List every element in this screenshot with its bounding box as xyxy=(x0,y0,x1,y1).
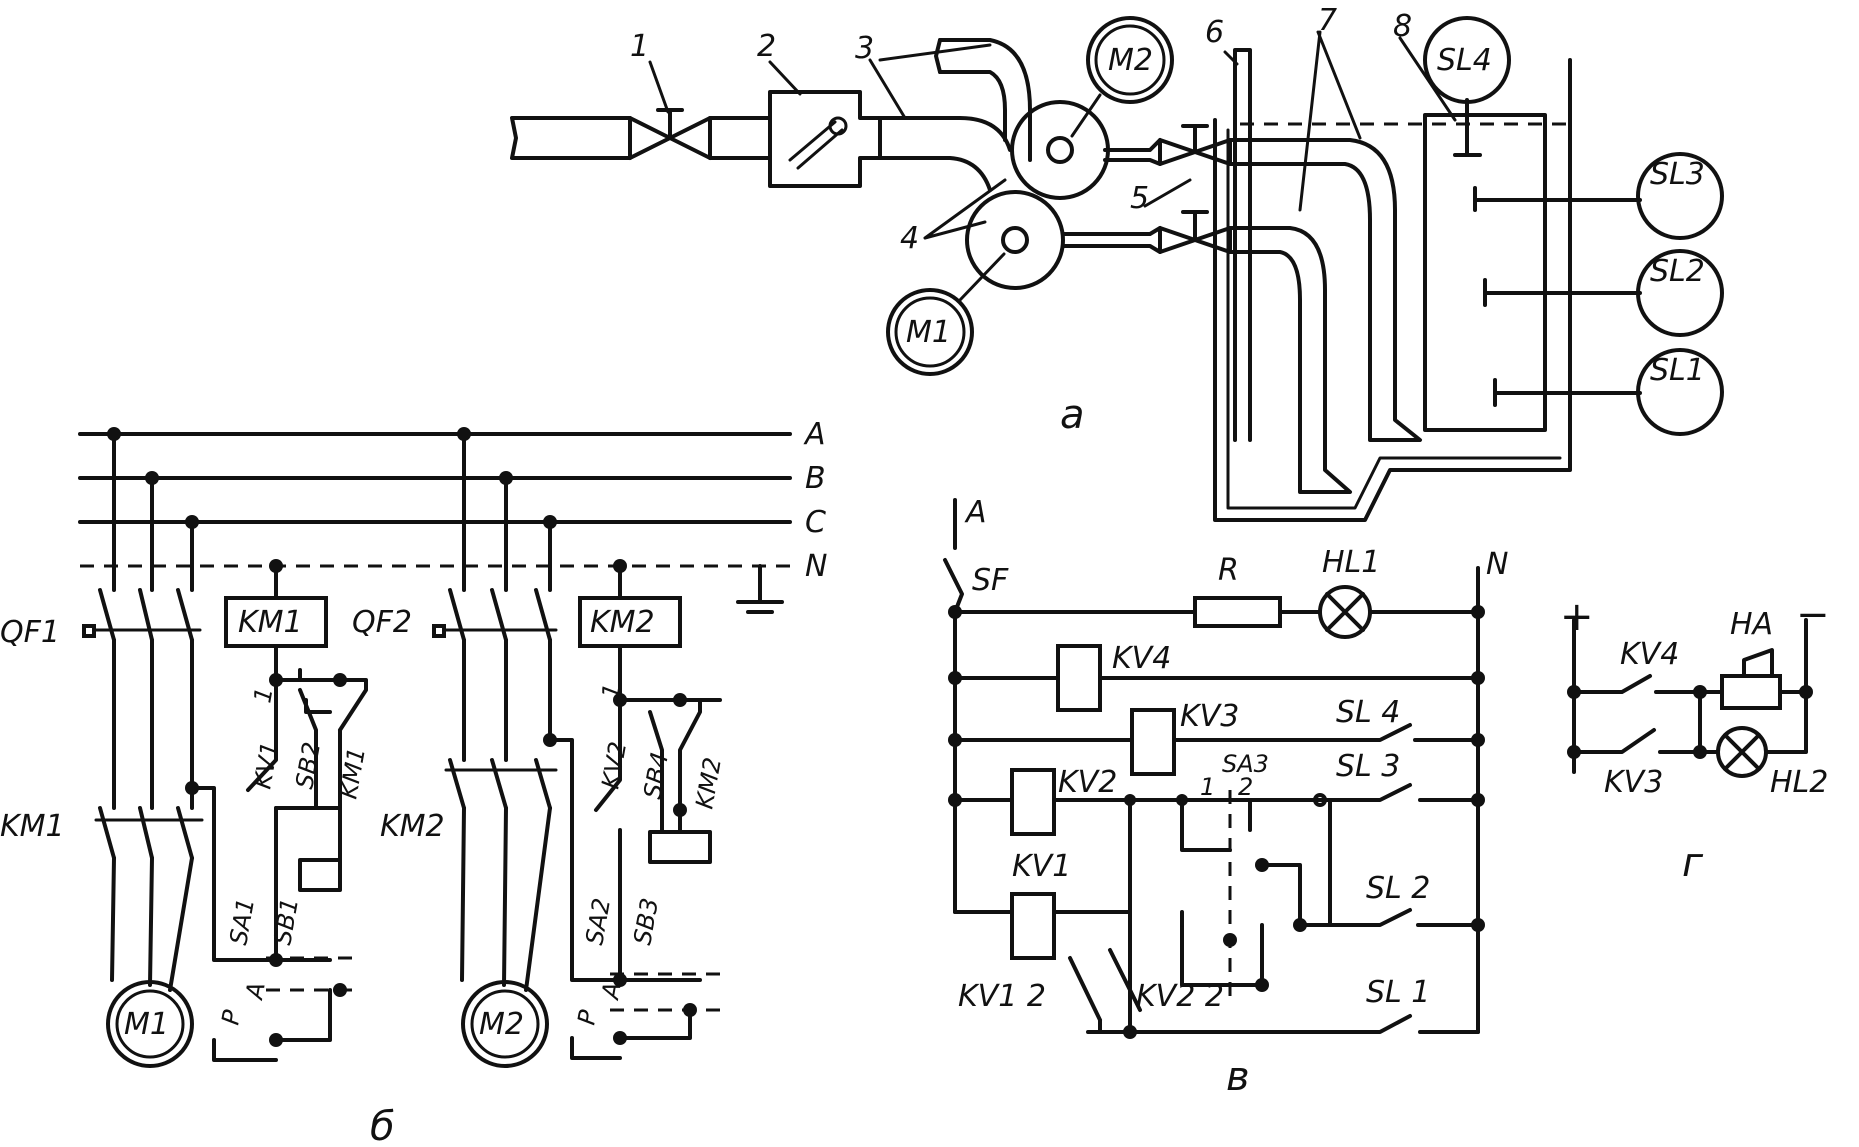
sensor-sl2-label: SL2 xyxy=(1650,254,1705,289)
contact-sa1-label: SA1 xyxy=(224,896,260,947)
level-contact-sl3-label: SL 3 xyxy=(1336,749,1400,784)
motor-m1-label: M1 xyxy=(906,315,951,350)
motor-m2-schematic-label: M2 xyxy=(479,1007,524,1042)
contact-kv2-2-label: KV2 2 xyxy=(1136,979,1224,1014)
contact-sa2-label: SA2 xyxy=(580,896,616,947)
relay-kv2-label: KV2 xyxy=(1058,765,1117,800)
alarm-schematic xyxy=(1567,618,1813,778)
bus-b-label: B xyxy=(805,461,826,496)
relay-kv3-label: KV3 xyxy=(1180,699,1239,734)
breaker-qf1-label: QF1 xyxy=(0,615,60,650)
sensor-sl1-label: SL1 xyxy=(1650,353,1705,388)
sensor-sl3-label: SL3 xyxy=(1650,157,1705,192)
resistor-r-label: R xyxy=(1218,553,1239,588)
switch-pos-2: 2 xyxy=(1238,773,1253,801)
motor-m2-label: M2 xyxy=(1108,43,1153,78)
motor-m1-schematic-label: M1 xyxy=(124,1007,169,1042)
level-contact-sl1-label: SL 1 xyxy=(1366,975,1430,1010)
contact-kv2-num: 1 xyxy=(596,681,626,701)
contact-p1-label: P xyxy=(216,1007,246,1027)
coil-km2-label: KM2 xyxy=(590,605,655,640)
pump-system-sketch xyxy=(510,16,1724,522)
contactor-km2-label: KM2 xyxy=(380,809,445,844)
part-g-label: г xyxy=(1682,840,1704,886)
label-3: 3 xyxy=(855,31,874,66)
contact-a1-label: A xyxy=(240,980,271,1003)
sensor-sl4-label: SL4 xyxy=(1437,43,1492,78)
level-contact-sl4-label: SL 4 xyxy=(1336,695,1400,730)
bus-n-label: N xyxy=(805,549,827,584)
contact-kv1-label: KV1 xyxy=(248,739,284,791)
label-1: 1 xyxy=(630,29,649,64)
coil-km1-label: KM1 xyxy=(238,605,303,640)
contact-km2-selfhold-label: KM2 xyxy=(690,755,727,811)
contact-kv3-alarm-label: KV3 xyxy=(1604,765,1663,800)
contactor-km1-label: KM1 xyxy=(0,809,65,844)
switch-sa3-label: SA3 xyxy=(1222,750,1269,778)
label-8: 8 xyxy=(1393,9,1412,44)
contact-sb4-label: SB4 xyxy=(638,750,674,801)
horn-ha-label: HA xyxy=(1730,607,1773,642)
neutral-n-label: N xyxy=(1486,547,1508,582)
contact-a2-label: A xyxy=(596,980,627,1003)
contact-kv1-num: 1 xyxy=(248,685,278,705)
contact-sb1-label: SB1 xyxy=(268,896,304,947)
relay-kv4-label: KV4 xyxy=(1112,641,1171,676)
contact-sb3-label: SB3 xyxy=(628,896,664,947)
label-2: 2 xyxy=(757,29,776,64)
switch-pos-1: 1 xyxy=(1200,773,1215,801)
level-contact-sl2-label: SL 2 xyxy=(1366,871,1430,906)
lamp-hl2-label: HL2 xyxy=(1770,765,1828,800)
part-v-label: в xyxy=(1226,1054,1250,1100)
phase-a-label: A xyxy=(964,495,987,530)
label-7: 7 xyxy=(1318,3,1337,38)
contact-sb2-label: SB2 xyxy=(290,740,326,791)
part-b-label: б xyxy=(370,1104,395,1147)
contact-p2-label: P xyxy=(572,1007,602,1027)
contact-kv4-alarm-label: KV4 xyxy=(1620,637,1679,672)
bus-c-label: C xyxy=(805,505,826,540)
power-schematic xyxy=(78,427,792,1068)
label-5: 5 xyxy=(1130,181,1149,216)
contact-kv1-2-label: KV1 2 xyxy=(958,979,1046,1014)
breaker-qf2-label: QF2 xyxy=(352,605,412,640)
relay-kv1-label: KV1 xyxy=(1012,849,1071,884)
label-4: 4 xyxy=(900,221,919,256)
level-control-schematic xyxy=(943,498,1485,1039)
label-6: 6 xyxy=(1205,15,1224,50)
part-a-label: а xyxy=(1060,392,1085,438)
bus-a-label: A xyxy=(803,417,826,452)
contact-kv2-label: KV2 xyxy=(596,739,632,791)
dc-plus-label: + xyxy=(1560,594,1594,640)
breaker-sf-label: SF xyxy=(972,563,1009,598)
lamp-hl1-label: HL1 xyxy=(1322,545,1380,580)
dc-minus-label: − xyxy=(1796,592,1830,638)
